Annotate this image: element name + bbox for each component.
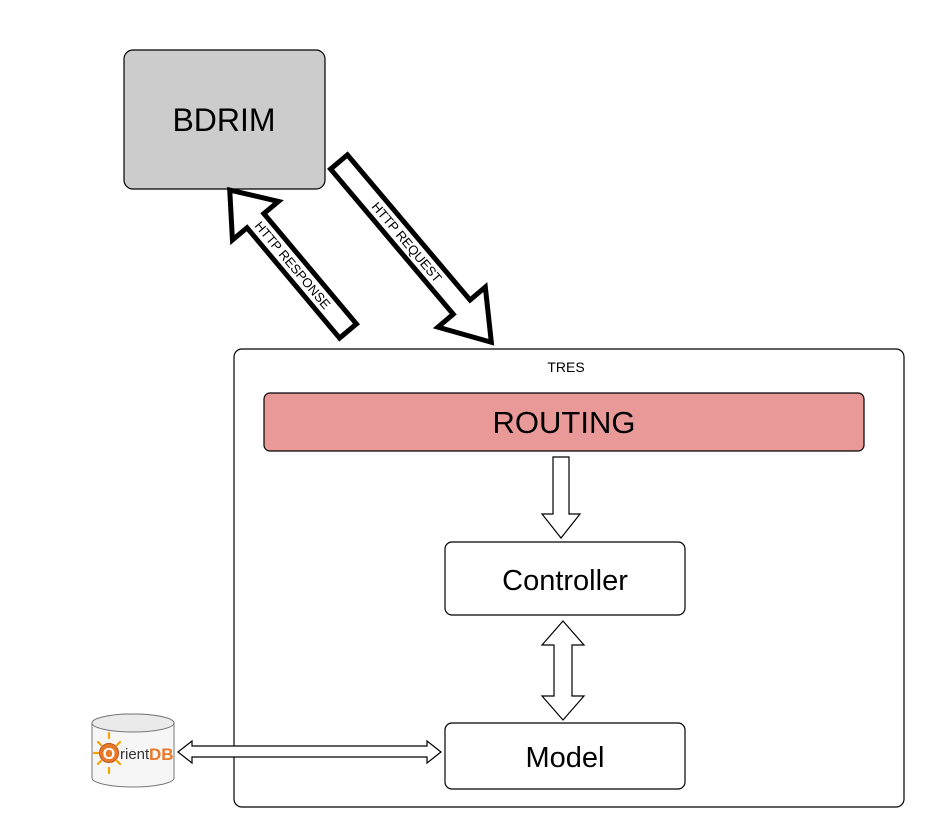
svg-text:DB: DB: [149, 745, 174, 764]
bdrim-box: [123, 49, 326, 190]
model-node: Model: [444, 722, 686, 790]
controller-label: Controller: [502, 565, 628, 597]
http-response-label: HTTP RESPONSE: [252, 218, 334, 312]
orientdb-logo: O rient DB: [91, 713, 175, 788]
db-model-double-arrow: [177, 739, 442, 765]
bdrim-node: BDRIM: [123, 49, 326, 190]
controller-node: Controller: [444, 541, 686, 616]
svg-text:O: O: [103, 746, 115, 763]
routing-to-controller-arrow: [540, 456, 582, 539]
controller-model-double-arrow: [540, 620, 586, 721]
http-response-arrow: HTTP RESPONSE: [227, 186, 360, 342]
bdrim-label: BDRIM: [172, 102, 275, 138]
routing-node: ROUTING: [263, 392, 865, 452]
sun-icon: [92, 731, 122, 775]
model-box: [444, 722, 686, 790]
http-request-label: HTTP REQUEST: [369, 199, 445, 285]
model-label: Model: [526, 742, 605, 774]
routing-label: ROUTING: [493, 405, 636, 440]
tres-label: TRES: [547, 359, 584, 375]
controller-box: [444, 541, 686, 616]
routing-box: [263, 392, 865, 452]
svg-text:rient: rient: [120, 746, 150, 763]
